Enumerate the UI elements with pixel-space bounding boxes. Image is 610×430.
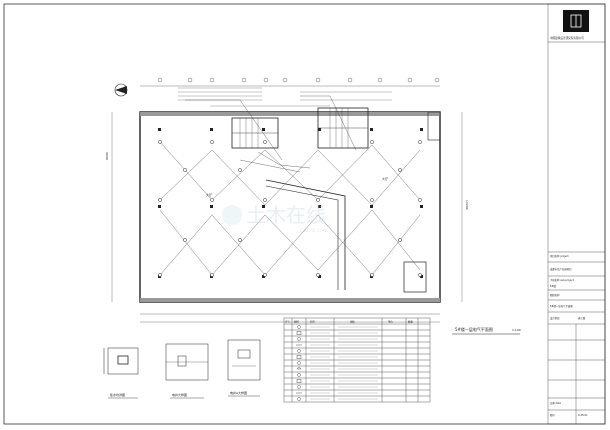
- title-block-row-2: 子项名称 sub-project: [550, 278, 574, 282]
- detail-title-shaft: 电井大样图: [172, 392, 187, 397]
- north-arrow-icon: [114, 83, 128, 97]
- light-fixtures: [158, 140, 422, 277]
- legend-header-3: 规格: [350, 320, 355, 324]
- title-block-row-6: 设计阶段: [550, 316, 560, 320]
- detail-title-shaft-a: 电井A大样图: [230, 390, 247, 395]
- title-block-row-5: 5#楼一层电气平面图: [550, 304, 573, 308]
- title-block-row-4: 图纸名称: [550, 293, 560, 297]
- title-block-row-7: 施工图: [578, 316, 586, 320]
- detail-sump: [103, 347, 139, 375]
- room-label-hall-right: 大厅: [382, 176, 388, 181]
- watermark: 土木在线 co188.com: [222, 203, 328, 234]
- title-block-row-3: 5#楼: [550, 284, 557, 288]
- detail-title-sump: 集水坑详图: [110, 392, 125, 397]
- sheet-number: D-05-01: [578, 414, 588, 417]
- left-dimension-text: 9600: [105, 152, 109, 160]
- title-block-row-9: 图号: [550, 413, 555, 417]
- title-block: [547, 3, 606, 425]
- legend-header-4: 单位: [388, 320, 393, 324]
- legend-table: [283, 317, 431, 403]
- title-block-row-8: 日期 date: [550, 401, 561, 405]
- company-logo-icon: [570, 14, 582, 28]
- right-dimension-text: 13200: [465, 200, 469, 210]
- watermark-sub: co188.com: [300, 228, 328, 234]
- legend-header-2: 名称: [310, 320, 315, 324]
- legend-header-0: 序号: [285, 320, 290, 324]
- wiring: [159, 95, 421, 276]
- room-label-hall-left: 大厅: [206, 192, 212, 197]
- legend-header-1: 图例: [294, 320, 299, 324]
- annotation-lines: [178, 87, 392, 107]
- drawing-scale: 1:100: [512, 328, 521, 332]
- legend-row-marks: [310, 326, 378, 400]
- drawing-title: 5#楼一层电气平面图: [455, 326, 493, 332]
- watermark-text: 土木在线: [246, 203, 326, 227]
- legend-headers: 序号 图例 名称 规格 单位 数量: [285, 320, 413, 324]
- detail-electrical-shaft-a: [227, 339, 261, 381]
- legend-symbols: [296, 325, 302, 401]
- grid-bubbles-top: [157, 77, 440, 83]
- legend-header-5: 数量: [408, 320, 413, 324]
- company-name: 中国建筑设计研究院有限公司: [550, 36, 584, 40]
- title-block-row-0: 项目名称 project: [550, 254, 569, 258]
- title-block-row-1: 成都市某产业园项目: [550, 267, 572, 271]
- detail-electrical-shaft: [165, 343, 209, 381]
